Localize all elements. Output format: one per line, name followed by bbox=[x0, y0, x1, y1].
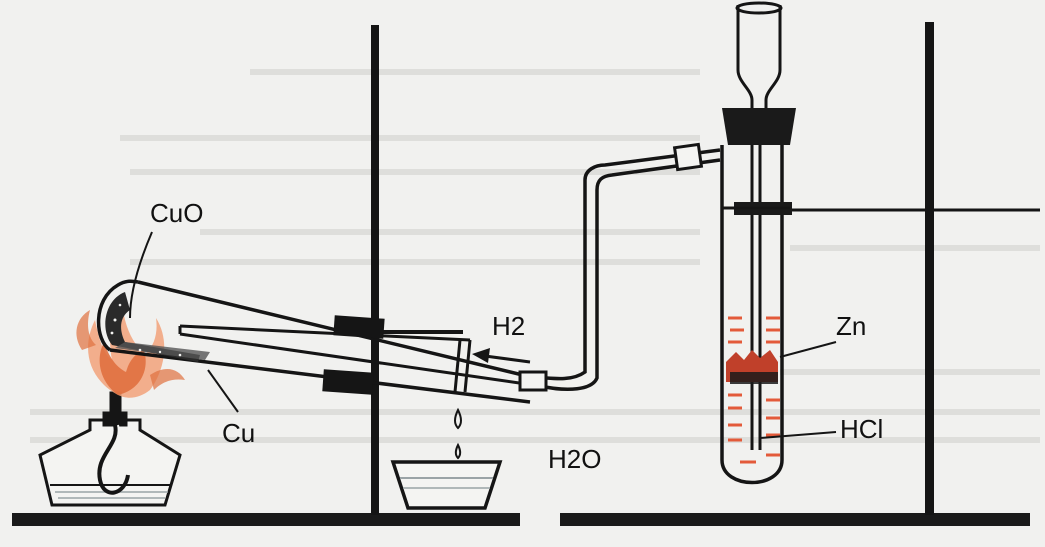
label-cu: Cu bbox=[222, 418, 255, 448]
test-tube-stopper bbox=[722, 108, 796, 145]
stand-base-right bbox=[560, 513, 1030, 526]
tube-outlet bbox=[453, 339, 472, 393]
tube-clamp-lower bbox=[322, 369, 374, 395]
lab-stand-left bbox=[371, 25, 463, 515]
label-h2: H2 bbox=[492, 311, 525, 341]
background-texture bbox=[30, 69, 1040, 443]
stand-base-left bbox=[12, 513, 520, 526]
test-tube-icon bbox=[720, 145, 792, 485]
label-zn: Zn bbox=[836, 311, 866, 341]
leader-lines bbox=[129, 231, 837, 439]
gas-flow-arrow bbox=[472, 348, 531, 364]
alcohol-lamp-icon bbox=[38, 391, 182, 507]
label-h2o: H2O bbox=[548, 444, 601, 474]
lab-stand-right bbox=[790, 22, 1040, 515]
connecting-tubing bbox=[518, 142, 721, 392]
zinc-granules bbox=[726, 350, 778, 384]
label-cuo: CuO bbox=[150, 198, 203, 228]
tube-clamp-upper bbox=[333, 315, 385, 339]
funnel-icon bbox=[735, 1, 783, 450]
hcl-solution bbox=[728, 316, 780, 464]
water-drops bbox=[454, 407, 462, 460]
evaporating-dish-icon bbox=[390, 460, 503, 510]
label-hcl: HCl bbox=[840, 414, 883, 444]
cuo-powder bbox=[105, 292, 210, 362]
inlet-tube bbox=[178, 324, 541, 388]
